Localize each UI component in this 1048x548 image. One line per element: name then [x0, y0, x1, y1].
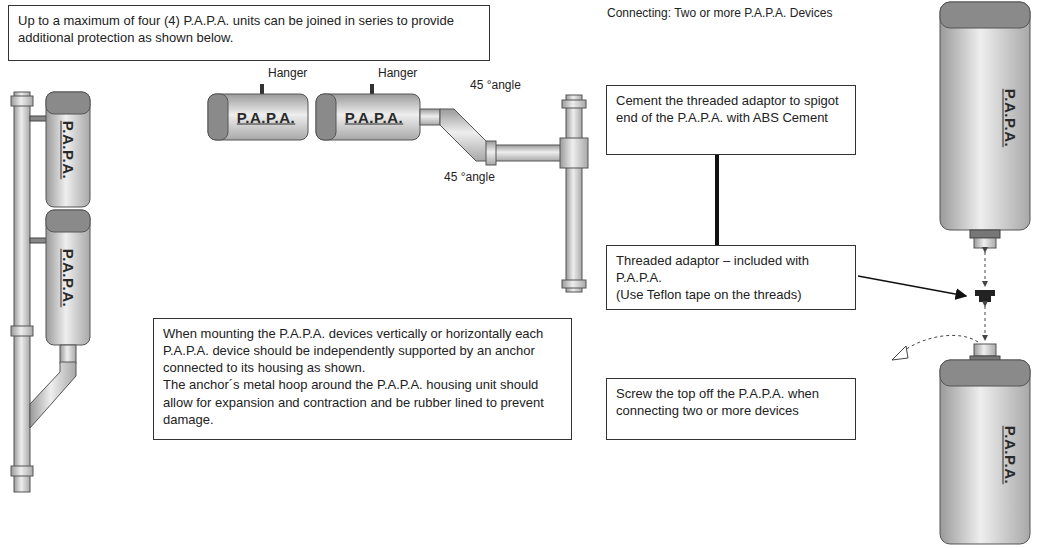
callout-label: Hanger: [378, 66, 417, 80]
note-box: Up to a maximum of four (4) P.A.P.A. uni…: [8, 5, 490, 61]
box-text: When mounting the P.A.P.A. devices verti…: [163, 325, 562, 376]
callout-label: 45 °angle: [444, 170, 495, 184]
box-text: Screw the top off the P.A.P.A. when conn…: [616, 385, 846, 419]
device-label: P.A.P.A.: [1002, 426, 1019, 484]
device-label: P.A.P.A.: [60, 249, 77, 307]
instruction-box: Threaded adaptor – included with P.A.P.A…: [606, 245, 856, 310]
device-label: P.A.P.A.: [237, 109, 295, 126]
vertical-mount: [11, 92, 90, 492]
horizontal-mount: [208, 84, 588, 292]
device-label: P.A.P.A.: [60, 121, 77, 179]
note-box: When mounting the P.A.P.A. devices verti…: [153, 318, 572, 440]
device-label: P.A.P.A.: [345, 109, 403, 126]
box-text: Threaded adaptor – included with P.A.P.A…: [616, 252, 846, 286]
box-text: Cement the threaded adaptor to spigot en…: [616, 92, 846, 126]
device-label: P.A.P.A.: [1002, 89, 1019, 147]
instruction-box: Screw the top off the P.A.P.A. when conn…: [606, 378, 856, 440]
connector-line: [717, 155, 718, 245]
callout-label: Connecting: Two or more P.A.P.A. Devices: [607, 6, 832, 20]
box-text: (Use Teflon tape on the threads): [616, 286, 846, 303]
connecting-devices: [858, 2, 1030, 544]
callout-label: Hanger: [268, 66, 307, 80]
instruction-box: Cement the threaded adaptor to spigot en…: [606, 85, 856, 155]
box-text: Up to a maximum of four (4) P.A.P.A. uni…: [18, 12, 480, 46]
box-text: The anchor´s metal hoop around the P.A.P…: [163, 376, 562, 427]
callout-label: 45 °angle: [470, 78, 521, 92]
